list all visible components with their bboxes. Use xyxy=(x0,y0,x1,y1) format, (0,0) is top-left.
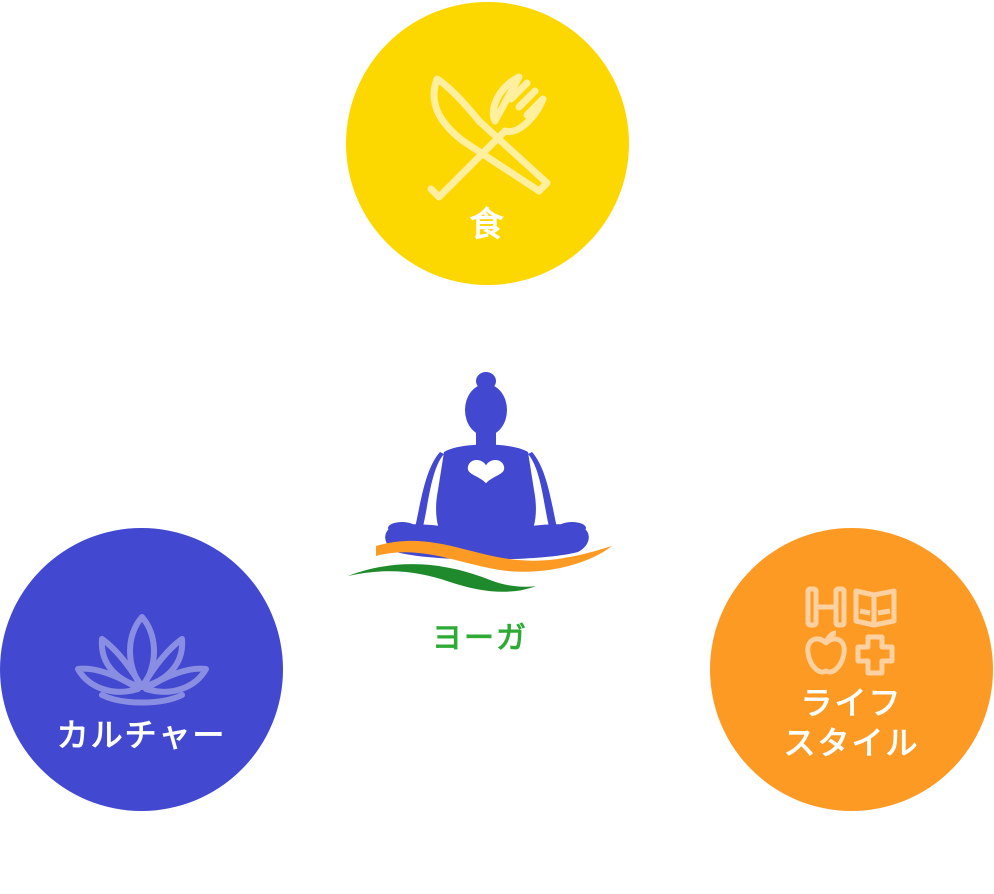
food-label: 食 xyxy=(469,204,506,245)
culture-label: カルチャー xyxy=(56,715,227,754)
culture-node: カルチャー xyxy=(0,528,283,811)
knife-fork-icon xyxy=(427,73,550,200)
lifestyle-node: ライフ スタイル xyxy=(710,528,993,811)
lotus-icon xyxy=(74,613,209,705)
lifestyle-label-line2: スタイル xyxy=(783,723,920,762)
yoga-center: ヨーガ xyxy=(340,370,620,660)
yoga-label: ヨーガ xyxy=(432,621,528,656)
lifestyle-grid-icon xyxy=(804,586,896,675)
meditation-figure-icon xyxy=(348,372,612,592)
lifestyle-label-line1: ライフ xyxy=(800,683,903,722)
food-node: 食 xyxy=(346,2,629,285)
